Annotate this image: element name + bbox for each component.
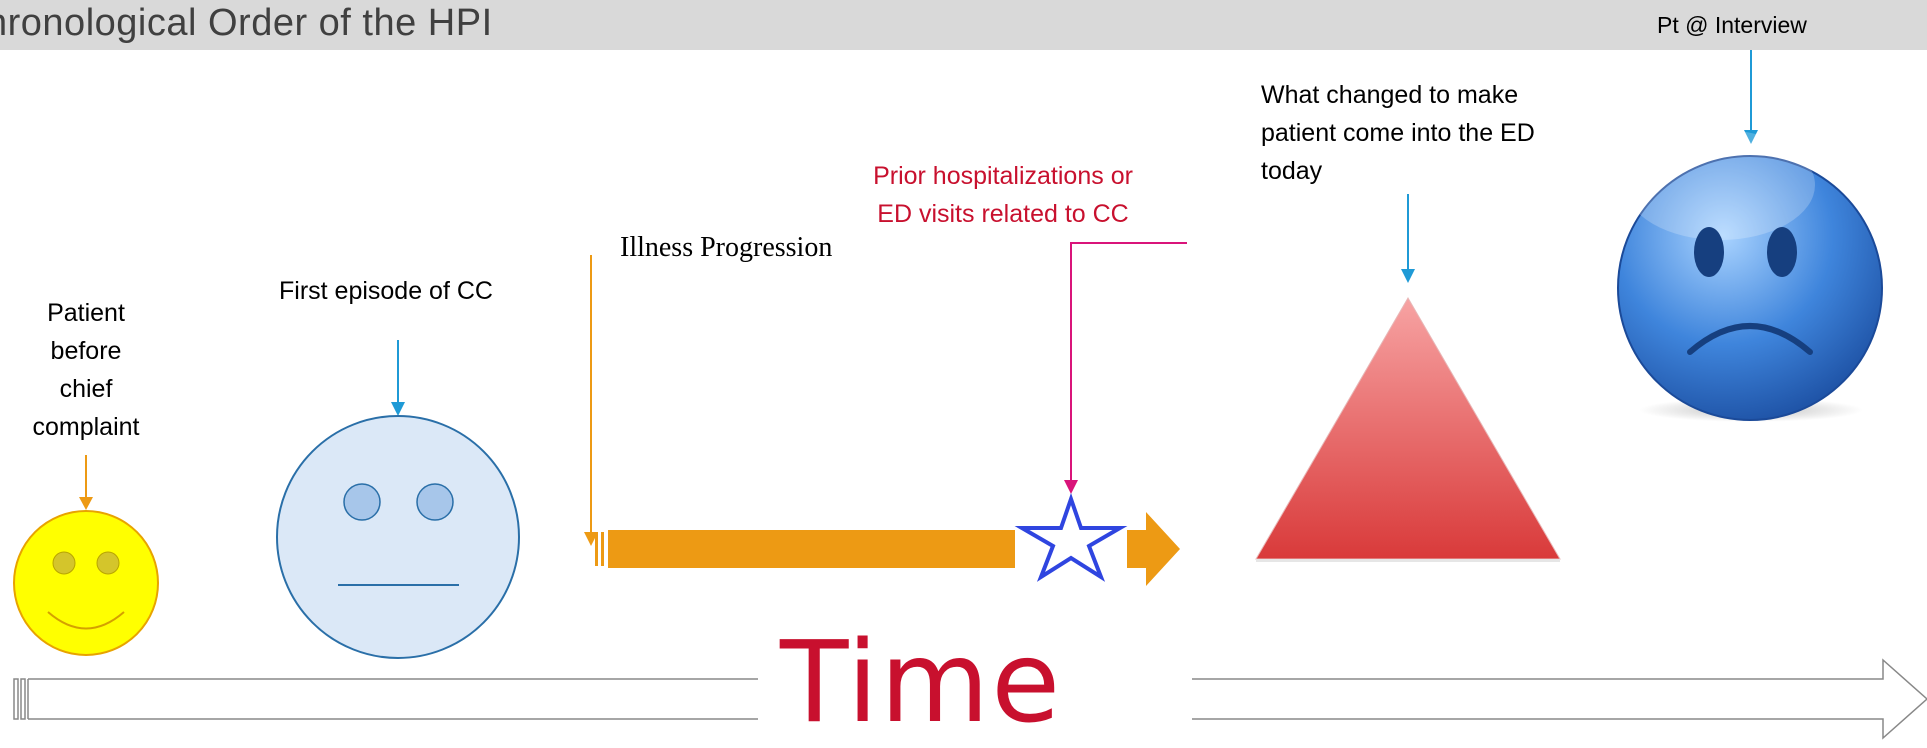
illness-progression-arrow bbox=[595, 512, 1180, 586]
label-what-changed: What changed to make patient come into t… bbox=[1261, 76, 1535, 190]
label-line: chief bbox=[59, 375, 113, 403]
sad-face-icon bbox=[1617, 130, 1883, 422]
label-line: complaint bbox=[32, 413, 140, 441]
label-line: Prior hospitalizations or bbox=[873, 162, 1133, 190]
arrow-down-first-episode bbox=[391, 340, 405, 416]
label-pt-interview: Pt @ Interview bbox=[1657, 12, 1807, 38]
neutral-face-icon bbox=[276, 415, 520, 659]
label-illness-progression: Illness Progression bbox=[620, 232, 833, 263]
title-bar: hronological Order of the HPI bbox=[0, 0, 1927, 50]
time-label: Time bbox=[780, 618, 1063, 748]
arrow-down-what-changed bbox=[1401, 194, 1415, 283]
label-first-episode: First episode of CC bbox=[279, 277, 493, 305]
arrow-down-patient-before bbox=[79, 455, 93, 510]
label-line: before bbox=[50, 337, 122, 365]
arrow-down-pt-interview bbox=[1744, 50, 1758, 144]
label-line: Patient bbox=[47, 299, 125, 327]
smiley-face-icon bbox=[13, 510, 159, 656]
illness-progression-bracket bbox=[584, 255, 598, 546]
label-line: What changed to make bbox=[1261, 81, 1519, 109]
label-line: ED visits related to CC bbox=[877, 200, 1129, 228]
label-line: patient come into the ED bbox=[1261, 119, 1535, 147]
triangle-icon bbox=[1255, 297, 1561, 562]
label-line: today bbox=[1261, 157, 1323, 185]
time-axis-arrow bbox=[13, 658, 1927, 740]
label-patient-before-cc: Patient before chief complaint bbox=[20, 294, 152, 446]
label-prior-hospitalizations: Prior hospitalizations or ED visits rela… bbox=[838, 157, 1168, 233]
page-title: hronological Order of the HPI bbox=[0, 2, 493, 44]
star-icon bbox=[1014, 492, 1128, 582]
connector-prior-hospitalizations bbox=[1064, 242, 1187, 494]
